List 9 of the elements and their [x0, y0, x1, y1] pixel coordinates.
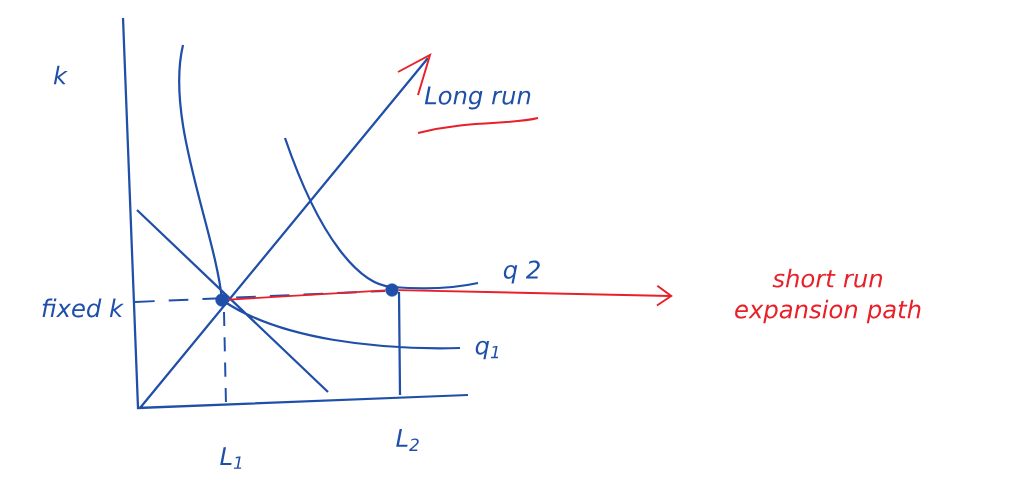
axis-label: fixed k — [42, 298, 124, 318]
annotation-text: short run expansion path — [735, 268, 921, 324]
arrow — [397, 284, 673, 307]
axis-label: k — [53, 65, 68, 85]
curve-label: q$_{1}$ — [475, 340, 499, 360]
curve-label: q 2 — [503, 260, 540, 284]
axis-label: L$_{2}$ — [396, 429, 419, 451]
path-label: Long run — [424, 86, 531, 110]
axis-label: L$_{1}$ — [220, 447, 242, 469]
